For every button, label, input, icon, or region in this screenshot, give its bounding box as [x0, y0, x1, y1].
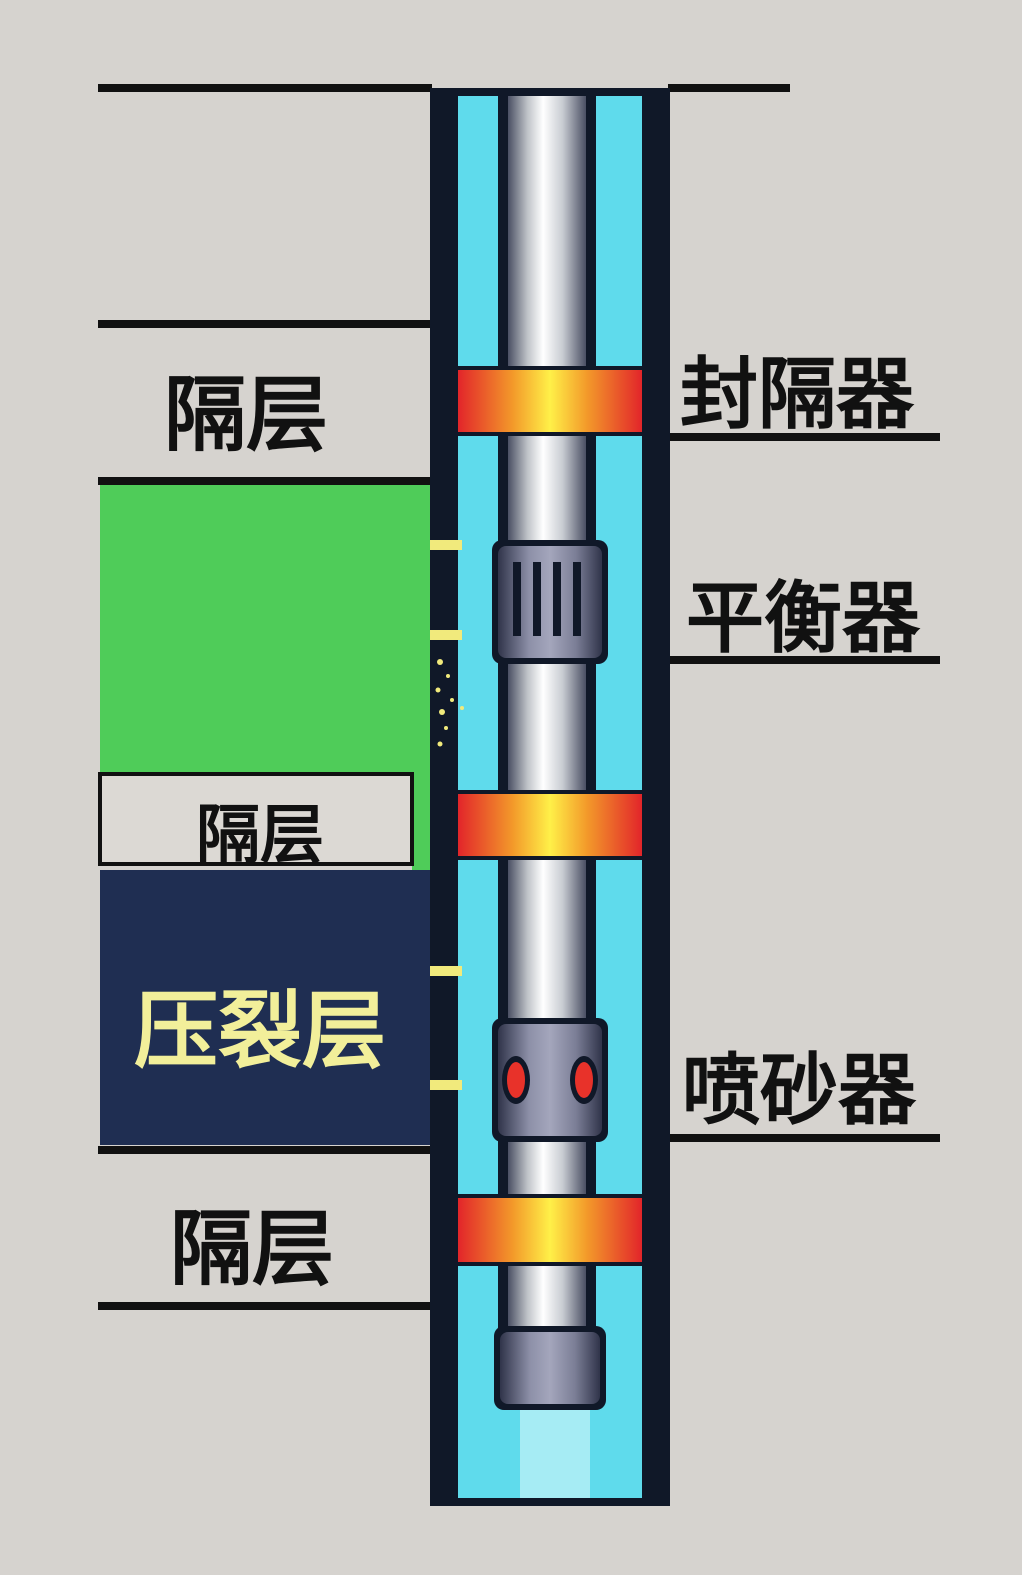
bottom-plug	[494, 1326, 606, 1410]
boundary-lines-left	[98, 84, 432, 1310]
barrier-bottom-label: 隔层	[170, 1202, 335, 1297]
sand-jet-label: 喷砂器	[682, 1046, 917, 1136]
packer-2	[458, 790, 642, 860]
barrier-middle-label: 隔层	[196, 799, 324, 873]
balancer-tool	[492, 540, 608, 664]
barrier-middle-box	[98, 772, 414, 866]
green-zone-edge	[412, 774, 432, 870]
barrier-top-label: 隔层	[164, 368, 329, 463]
green-zone	[100, 484, 430, 774]
perforations	[430, 540, 462, 1090]
packer-3	[458, 1194, 642, 1266]
frac-layer-label: 压裂层	[134, 982, 387, 1080]
sand-jet-tool	[492, 1018, 608, 1142]
balancer-label: 平衡器	[686, 574, 921, 664]
frac-zone	[100, 870, 430, 1145]
perforation-spray	[435, 659, 464, 747]
boundary-lines-right	[668, 84, 940, 1142]
packer-1	[458, 366, 642, 436]
tubing	[508, 96, 586, 1406]
packer-label: 封隔器	[680, 350, 915, 440]
